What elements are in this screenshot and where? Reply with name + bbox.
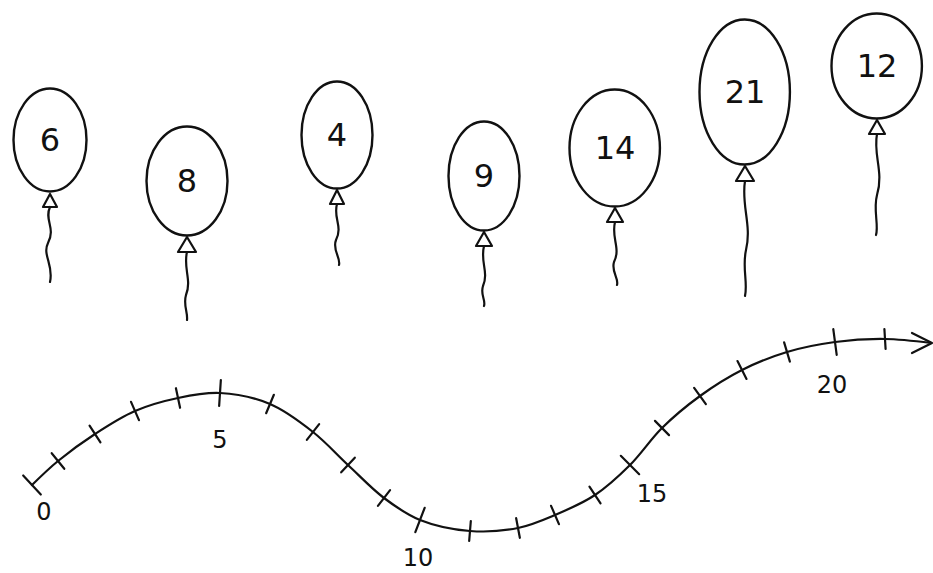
number-line — [23, 329, 932, 541]
tick-mark — [266, 395, 274, 413]
tick-mark — [884, 329, 885, 349]
balloon-string — [876, 134, 880, 235]
tick-mark — [516, 518, 520, 538]
balloon-knot — [869, 120, 885, 134]
balloon: 9 — [447, 120, 521, 232]
balloon-number: 9 — [447, 120, 521, 232]
tick-mark — [551, 506, 559, 524]
balloon-string — [335, 204, 339, 265]
axis-number: 0 — [36, 498, 51, 526]
axis-number: 20 — [817, 371, 848, 399]
tick-mark — [307, 424, 319, 440]
balloon: 4 — [300, 80, 374, 190]
tick-mark — [655, 421, 669, 435]
arrow-head — [912, 333, 932, 353]
tick-mark — [219, 380, 221, 406]
axis-number: 5 — [212, 426, 227, 454]
tick-mark — [621, 456, 639, 474]
balloon-string — [744, 181, 748, 296]
tick-mark — [131, 402, 139, 420]
balloon-knot — [476, 232, 492, 246]
balloon-knot — [178, 237, 196, 252]
balloon-string — [613, 222, 617, 285]
tick-mark — [589, 487, 600, 504]
tick-mark — [176, 388, 180, 408]
tick-mark — [694, 388, 706, 404]
balloon-number: 4 — [300, 80, 374, 190]
axis-number: 15 — [637, 480, 668, 508]
tick-mark — [784, 342, 790, 361]
balloon: 14 — [568, 88, 661, 208]
axis-number: 10 — [403, 544, 434, 572]
tick-mark — [737, 361, 746, 379]
balloon-knot — [43, 194, 57, 207]
balloon: 21 — [698, 18, 791, 166]
tick-mark — [415, 508, 424, 532]
number-line-curve — [32, 339, 931, 532]
balloon-number: 12 — [830, 12, 923, 120]
tick-mark — [833, 329, 836, 355]
balloon-knot — [736, 166, 754, 181]
balloon-number: 6 — [12, 87, 88, 193]
tick-mark — [52, 453, 65, 469]
balloon-number: 14 — [568, 88, 661, 208]
balloon-knot — [330, 190, 344, 204]
tick-mark — [378, 490, 390, 506]
tick-mark — [90, 426, 101, 443]
balloon: 8 — [145, 125, 229, 237]
balloon-number: 8 — [145, 125, 229, 237]
balloon-string — [46, 207, 51, 282]
balloon-number: 21 — [698, 18, 791, 166]
balloon: 12 — [830, 12, 923, 120]
tick-mark — [341, 458, 355, 473]
tick-mark — [23, 475, 41, 494]
balloon: 6 — [12, 87, 88, 193]
balloon-string — [482, 246, 485, 306]
balloon-string — [185, 252, 188, 320]
tick-mark — [469, 521, 471, 541]
balloon-knot — [607, 208, 623, 222]
